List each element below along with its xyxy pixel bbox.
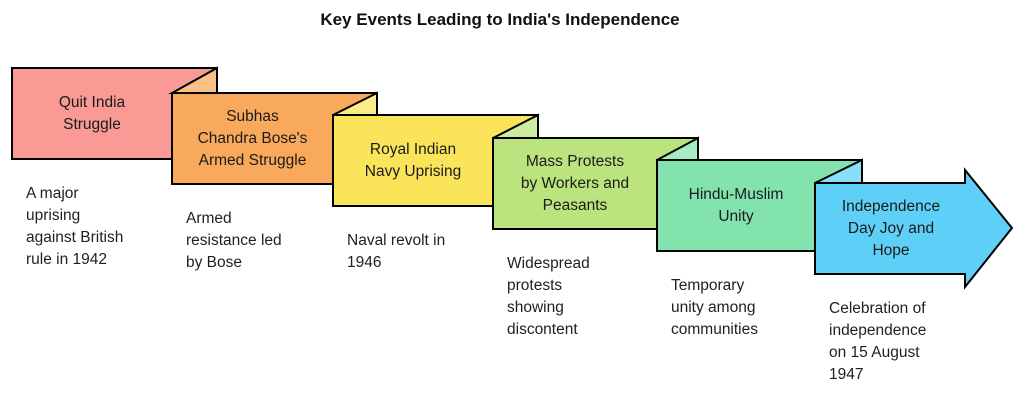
- event-arrow-independence: [814, 167, 1014, 290]
- event-description-independence: Celebration of independence on 15 August…: [829, 300, 927, 383]
- event-description-unity: Temporary unity among communities: [671, 277, 758, 338]
- event-description-navy: Naval revolt in 1946: [347, 232, 446, 271]
- event-description-bose: Armed resistance led by Bose: [186, 210, 282, 271]
- event-description-protests: Widespread protests showing discontent: [507, 255, 590, 338]
- diagram-title: Key Events Leading to India's Independen…: [320, 10, 680, 29]
- event-description-quit-india: A major uprising against British rule in…: [26, 185, 124, 268]
